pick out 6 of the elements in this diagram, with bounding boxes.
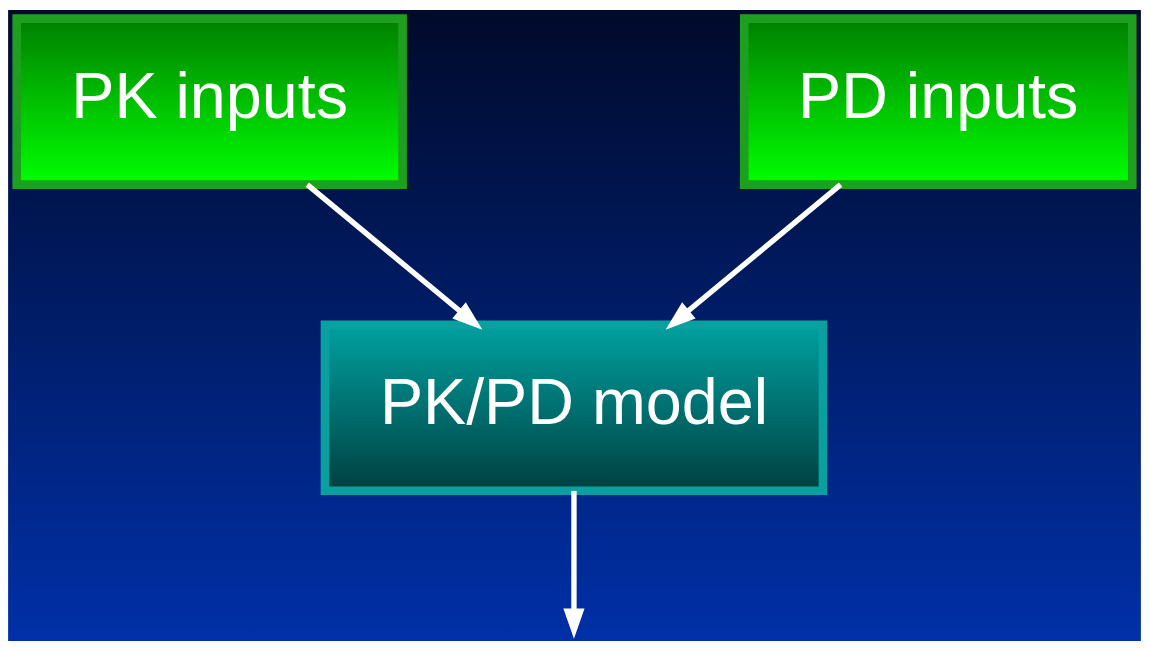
node-box: PD inputs [739, 14, 1137, 189]
node-box: PK/PD model [320, 320, 828, 495]
arrow [563, 490, 585, 639]
arrow [665, 182, 843, 330]
node-box: PK inputs [12, 14, 407, 189]
arrow [305, 182, 483, 330]
